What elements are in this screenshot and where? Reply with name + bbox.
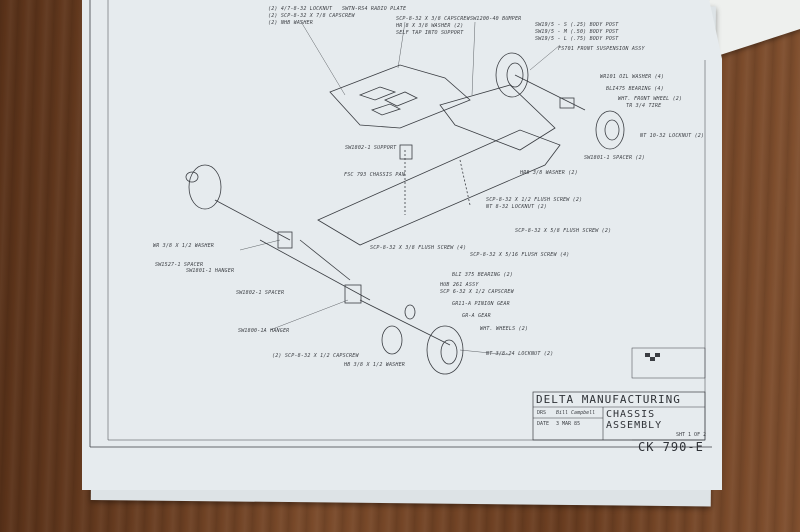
front-wheel-left <box>495 52 529 98</box>
callout-locknut: (2) 4/7-8-32 LOCKNUT <box>268 6 333 12</box>
callout-self-tap: SELF TAP INTO SUPPORT <box>396 30 464 36</box>
rear-wheel-right <box>426 325 464 375</box>
callout-support: SW1802-1 SUPPORT <box>345 145 397 151</box>
leader-line-6 <box>269 299 349 331</box>
drawn-by-value: Bill Campbell <box>556 410 596 416</box>
callout-front-wheel: WHT. FRONT WHEEL (2) <box>618 96 683 102</box>
callout-flush-screw-3-8: SCP-8-32 X 3/8 FLUSH SCREW (4) <box>370 245 467 251</box>
rear-hanger-left <box>277 231 293 249</box>
blueprint-sheet <box>82 0 722 490</box>
radio-plate-cutouts <box>358 86 418 116</box>
radio-plate <box>329 64 471 129</box>
callout-flush-screw-1-2: SCP-8-32 X 1/2 FLUSH SCREW (2) <box>486 197 583 203</box>
front-axle <box>514 74 586 111</box>
rear-hub-left <box>185 171 199 183</box>
callout-radio-plate: SWTN-RS4 RADIO PLATE <box>342 6 407 12</box>
callout-bearing-375: BLI 375 BEARING (2) <box>452 272 513 278</box>
leader-line-3 <box>471 21 476 96</box>
callout-capscrew-6-32: SCP 6-32 X 1/2 CAPSCREW <box>440 289 514 295</box>
callout-spacer-1802: SW1802-1 SPACER <box>236 290 285 296</box>
rear-axle-left <box>214 199 291 241</box>
callout-hanger-1801: SW1801-1 HANGER <box>186 268 235 274</box>
date-value: 3 MAR 85 <box>556 421 581 427</box>
callout-oil-washer: WR101 OIL WASHER (4) <box>600 74 665 80</box>
pinion-gear <box>404 304 416 320</box>
callout-rear-wheels: WHT. WHEELS (2) <box>480 326 529 332</box>
spur-gear <box>381 325 403 355</box>
callout-capscrew-1-2: (2) SCP-8-32 X 1/2 CAPSCREW <box>272 353 359 359</box>
callout-washer-3-8: HR 8 X 3/8 WASHER (2) <box>396 23 464 29</box>
leader-line-4 <box>529 44 561 71</box>
suspension-block <box>559 97 575 109</box>
rear-hanger-right <box>344 284 362 304</box>
callout-body-post-m: SW19/5 - M (.50) BODY POST <box>535 29 619 35</box>
callout-spacer: SW1801-1 SPACER (2) <box>584 155 645 161</box>
rear-drive-axle <box>359 299 451 346</box>
front-wheel-right <box>595 110 625 150</box>
part-number: CK 790-E <box>638 440 704 454</box>
callout-front-suspension: FS701 FRONT SUSPENSION ASSY <box>558 46 645 52</box>
rear-wheel-left <box>188 164 222 210</box>
company-name: DELTA MANUFACTURING <box>536 393 681 406</box>
callout-washer-hb: HB 3/8 X 1/2 WASHER <box>344 362 405 368</box>
callout-hub-assy: HUB 261 ASSY <box>440 282 479 288</box>
callout-washer-3-8-1-2: WR 3/8 X 1/2 WASHER <box>153 243 214 249</box>
callout-capscrew-3-8: SCP-8-32 X 3/8 CAPSCREW <box>396 16 470 22</box>
callout-locknut-8-32: NT 8-32 LOCKNUT (2) <box>486 204 547 210</box>
checkered-flag-logo <box>645 353 660 361</box>
callout-nhb-washer: (2) NHB WASHER <box>268 20 313 26</box>
drawn-by-label: DRS <box>537 410 547 416</box>
callout-capscrew-7-8: (2) SCP-8-32 X 7/8 CAPSCREW <box>268 13 355 19</box>
front-pan <box>439 84 556 151</box>
drawing-title-line1: CHASSIS <box>606 409 656 420</box>
leader-line-1 <box>299 19 346 96</box>
callout-pinion-gear: GR11-A PINION GEAR <box>452 301 510 307</box>
callout-hanger-1800: SW1800-1A HANGER <box>238 328 290 334</box>
callout-spacer-1527: SW1527-1 SPACER <box>155 262 204 268</box>
support-block <box>399 144 413 160</box>
callout-locknut-10-32: NT 10-32 LOCKNUT (2) <box>640 133 705 139</box>
date-label: DATE <box>537 421 550 427</box>
leader-line-2 <box>397 21 406 69</box>
leader-line-7 <box>459 349 511 356</box>
callout-washer-hr8: HR8 3/8 WASHER (2) <box>520 170 578 176</box>
leader-line-5 <box>239 239 281 251</box>
callout-tire: TR 3/4 TIRE <box>626 103 662 109</box>
logo-box <box>631 347 706 379</box>
callout-gear: GR-A GEAR <box>462 313 491 319</box>
rear-hub-right <box>440 339 458 365</box>
callout-bumper: SW1200-40 BUMPER <box>470 16 522 22</box>
title-block-frame <box>532 391 706 441</box>
callout-body-post-s: SW19/5 - S (.25) BODY POST <box>535 22 619 28</box>
front-hub-right <box>604 119 620 141</box>
callout-chassis-pan: FSC 793 CHASSIS PAN <box>344 172 405 178</box>
callout-flush-screw-5-8: SCP-8-32 X 5/8 FLUSH SCREW (2) <box>515 228 612 234</box>
callout-body-post-l: SW19/5 - L (.75) BODY POST <box>535 36 619 42</box>
chassis-pan <box>317 129 561 246</box>
rear-frame-rail <box>299 239 351 281</box>
front-hub-left <box>506 62 524 88</box>
callout-flush-screw-5-16: SCP-8-32 X 5/16 FLUSH SCREW (4) <box>470 252 570 258</box>
callout-bearing: BLI475 BEARING (4) <box>606 86 664 92</box>
rear-axle <box>259 239 371 301</box>
sheet-number: SHT 1 OF 2 <box>676 432 707 438</box>
drawing-title-line2: ASSEMBLY <box>606 420 663 431</box>
callout-locknut-3-8-24: NT 3/8-24 LOCKNUT (2) <box>486 351 554 357</box>
